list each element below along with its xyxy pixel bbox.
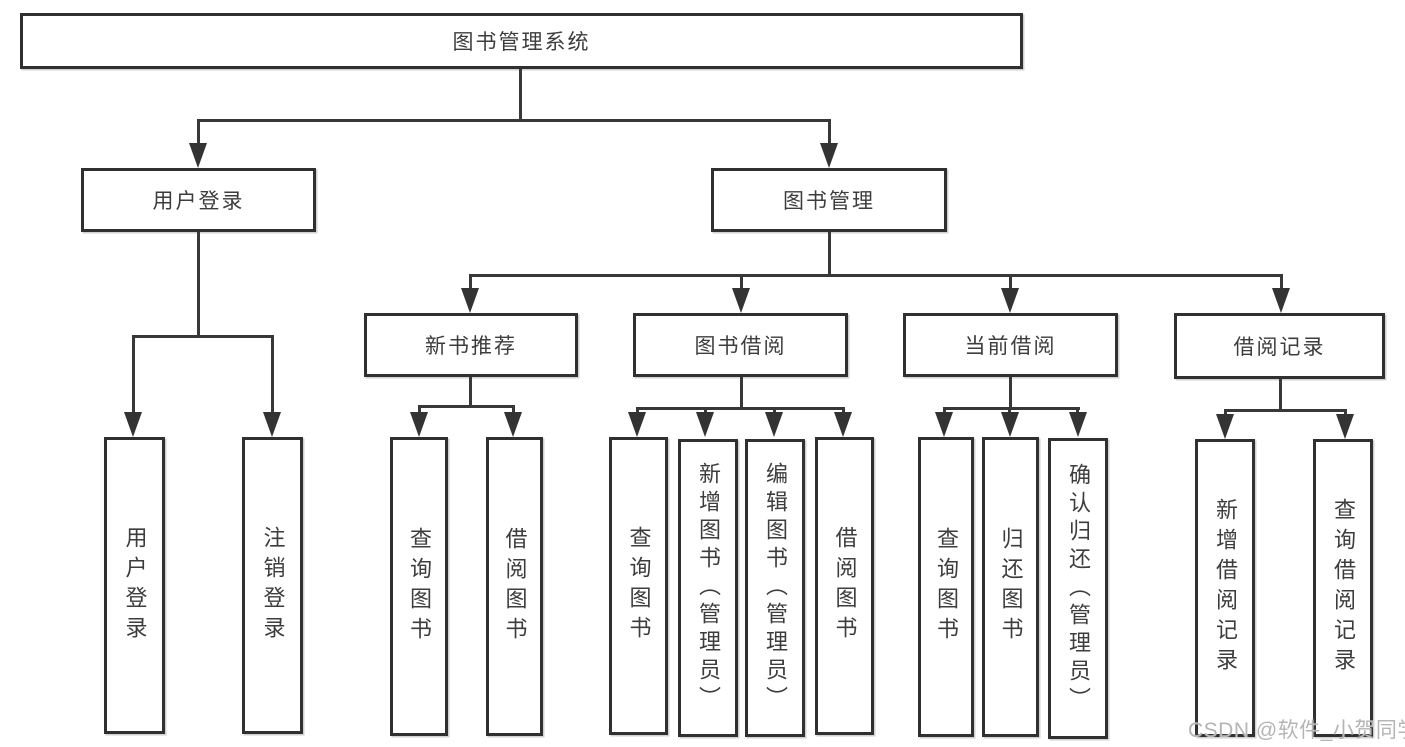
connector-current-borrow-split [943,407,1080,410]
arrow-down-icon [1336,414,1354,439]
connector-new-book-trunk [469,377,472,405]
leaf-add-books-admin: 新增图书（管理员） [678,439,738,737]
node-user-login-label: 用户登录 [152,190,245,213]
arrow-down-icon [124,412,142,437]
leaf-confirm-return-admin-label: 确认归还（管理员） [1066,462,1091,715]
leaf-confirm-return-admin: 确认归还（管理员） [1048,438,1108,739]
leaf-borrow-books: 借阅图书 [815,437,874,735]
node-borrowing-records-label: 借阅记录 [1233,336,1326,359]
connector-drop-book-mgmt [828,122,831,146]
arrow-down-icon [1001,288,1019,313]
connector-root-trunk [519,69,522,119]
leaf-return-books-label: 归还图书 [998,527,1024,647]
connector-borrow-records-trunk [1279,379,1282,409]
arrow-down-icon [1001,412,1019,437]
connector-new-book-split [418,405,515,408]
node-new-book-recommend: 新书推荐 [364,313,578,377]
leaf-logout: 注销登录 [242,437,303,734]
leaf-edit-books-admin: 编辑图书（管理员） [745,439,805,737]
connector-current-borrow-trunk [1009,377,1012,407]
leaf-query-borrow-record: 查询借阅记录 [1313,439,1373,737]
connector-drop-book-borrow [740,277,743,290]
leaf-add-books-admin-label: 新增图书（管理员） [696,462,721,714]
connector-user-login-trunk [197,232,200,335]
arrow-down-icon [410,412,428,437]
node-book-management: 图书管理 [711,168,947,232]
connector-level2-split [197,119,831,122]
connector-user-login-split [132,335,274,338]
node-library-system: 图书管理系统 [20,13,1023,69]
connector-level3-split [469,274,1283,277]
connector-book-borrow-split [636,407,845,410]
connector-drop-borrow-records [1280,277,1283,290]
node-borrowing-records: 借阅记录 [1174,313,1385,379]
arrow-down-icon [696,412,714,437]
leaf-return-books: 归还图书 [982,437,1039,737]
arrow-down-icon [820,143,838,168]
connector-book-borrow-trunk [740,377,743,407]
node-book-borrowing: 图书借阅 [633,313,848,377]
node-user-login: 用户登录 [81,168,316,232]
connector-book-mgmt-trunk [828,232,831,274]
connector-drop-current-borrow [1009,277,1012,290]
arrow-down-icon [732,288,750,313]
arrow-down-icon [189,143,207,168]
connector-drop-user-login [197,122,200,146]
arrow-down-icon [935,412,953,437]
arrow-down-icon [628,412,646,437]
leaf-query-books-current-label: 查询图书 [934,527,959,647]
leaf-add-borrow-record-label: 新增借阅记录 [1213,498,1238,678]
connector-borrow-records-split [1224,409,1347,412]
connector-drop-leaf-login [132,338,135,414]
node-current-borrowing: 当前借阅 [903,313,1118,377]
leaf-query-borrow-record-label: 查询借阅记录 [1331,498,1356,678]
node-book-borrowing-label: 图书借阅 [694,335,787,358]
arrow-down-icon [504,412,522,437]
leaf-add-borrow-record: 新增借阅记录 [1195,439,1255,737]
node-current-borrowing-label: 当前借阅 [964,335,1057,358]
arrow-down-icon [1069,412,1087,437]
leaf-query-books-recommend: 查询图书 [390,437,448,736]
leaf-query-books-current: 查询图书 [918,437,974,737]
arrow-down-icon [461,288,479,313]
arrow-down-icon [765,412,783,437]
arrow-down-icon [834,412,852,437]
leaf-borrow-books-label: 借阅图书 [832,526,858,646]
leaf-query-books-recommend-label: 查询图书 [407,526,432,647]
arrow-down-icon [1216,414,1234,439]
leaf-user-login: 用户登录 [104,437,165,734]
leaf-query-books-borrow: 查询图书 [609,437,668,735]
leaf-edit-books-admin-label: 编辑图书（管理员） [763,462,788,714]
arrow-down-icon [263,412,281,437]
leaf-borrow-books-recommend-label: 借阅图书 [502,526,528,647]
leaf-query-books-borrow-label: 查询图书 [626,526,652,646]
arrow-down-icon [1272,288,1290,313]
connector-drop-new-book [469,277,472,290]
node-new-book-recommend-label: 新书推荐 [425,335,517,358]
leaf-borrow-books-recommend: 借阅图书 [486,437,543,736]
leaf-user-login-label: 用户登录 [122,525,148,646]
node-book-management-label: 图书管理 [783,190,875,213]
watermark: CSDN @软件_小贺同学 [1188,719,1405,742]
connector-drop-leaf-logout [271,338,274,414]
leaf-logout-label: 注销登录 [260,525,286,646]
node-library-system-label: 图书管理系统 [452,31,591,54]
